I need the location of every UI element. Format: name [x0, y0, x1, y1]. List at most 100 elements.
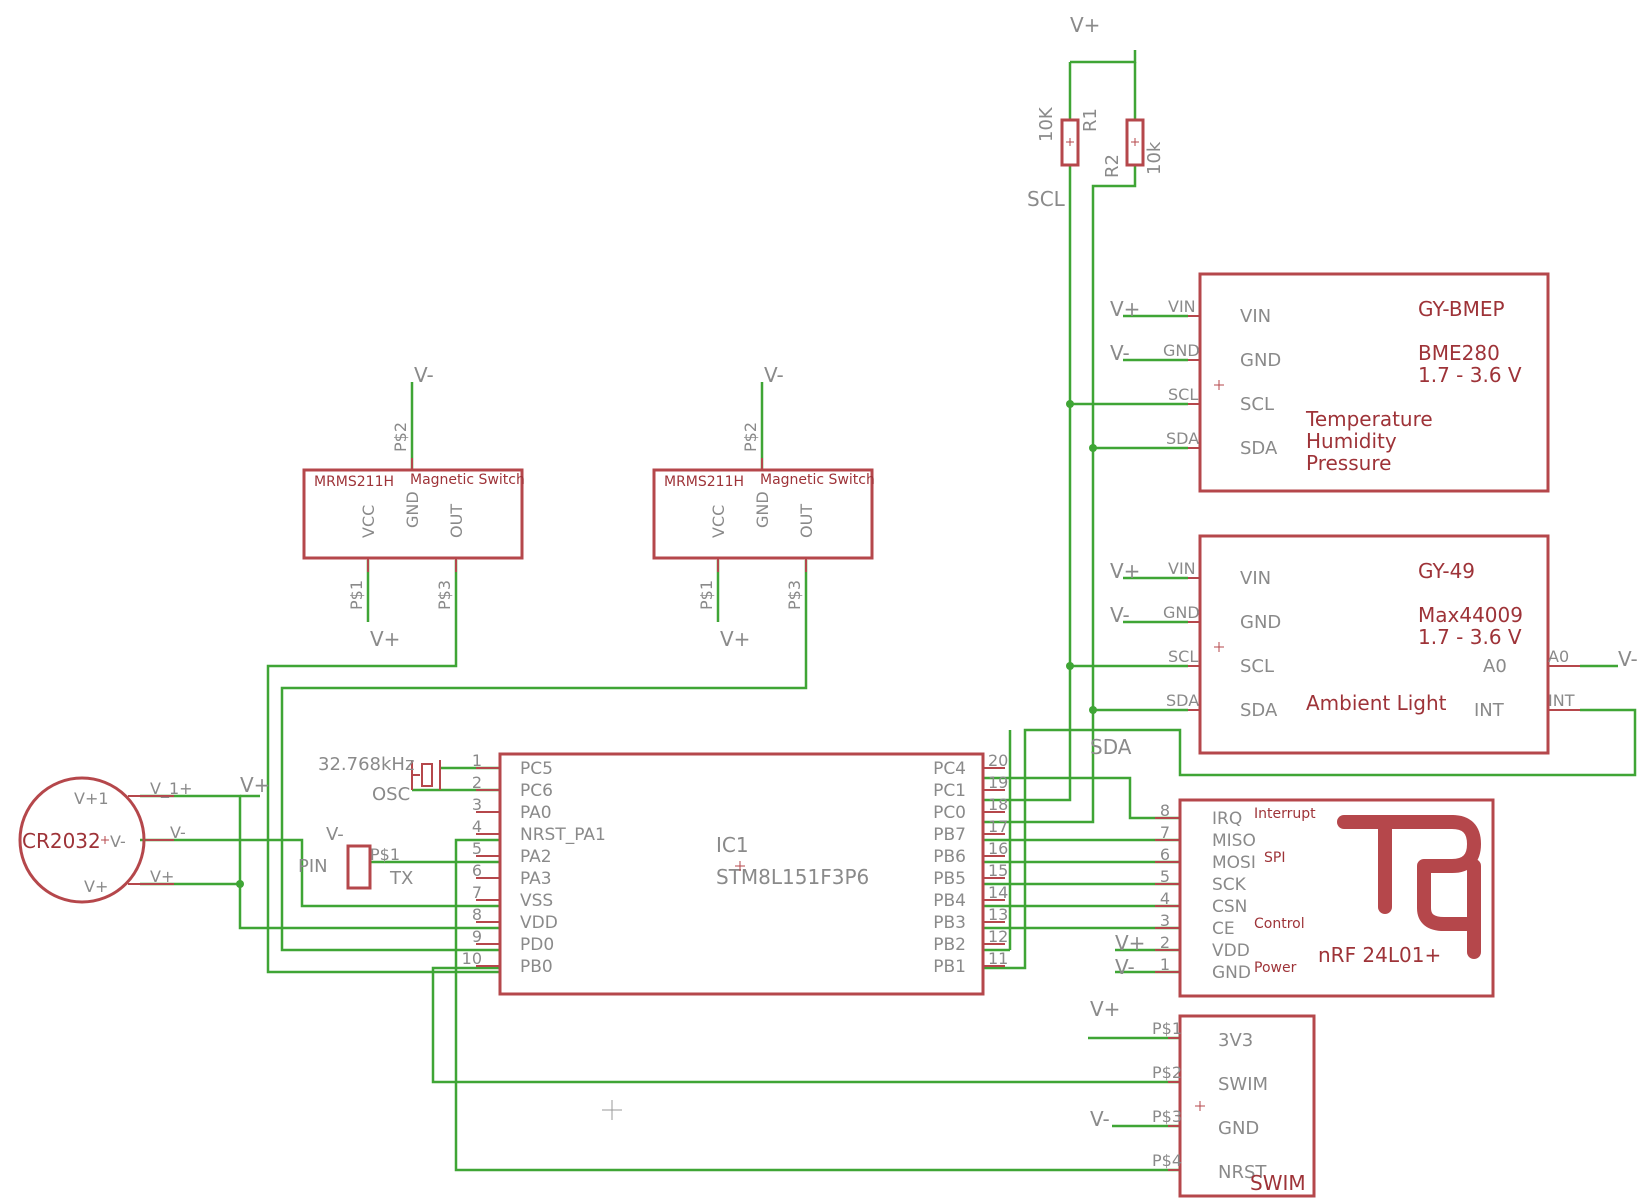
bme-vin-label: VIN: [1240, 306, 1271, 327]
mcu-pin-name: PC0: [933, 803, 966, 823]
mag1-pad-left: P$1: [347, 580, 366, 610]
nrf-name: nRF 24L01+: [1318, 943, 1441, 967]
nrf-group-power: Power: [1254, 960, 1297, 976]
bme-title: GY-BMEP: [1418, 297, 1505, 321]
magnetic-switch-2[interactable]: MRMS211H Magnetic Switch VCC GND OUT P$2…: [652, 422, 875, 610]
resistor-r2[interactable]: R2 10k: [1102, 118, 1165, 178]
pin-header-tx[interactable]: PIN P$1 V- TX: [298, 824, 413, 890]
swim-pad-4: P$4: [1152, 1151, 1182, 1170]
swim-pad-1: P$1: [1152, 1019, 1182, 1038]
mcu-pin-name: PC5: [520, 759, 553, 779]
nrf-pin-name: CE: [1212, 919, 1235, 939]
mag2-net-v-minus: V-: [764, 363, 784, 387]
mcu-pin-number: 2: [472, 773, 482, 792]
nrf-pin-name: CSN: [1212, 897, 1247, 917]
mcu-pin-number: 18: [988, 795, 1008, 814]
gy49-sda-label: SDA: [1240, 700, 1278, 721]
mcu-pin-number: 20: [988, 751, 1008, 770]
mcu-pin-name: PB3: [933, 913, 966, 933]
gy49-voltage: 1.7 - 3.6 V: [1418, 625, 1522, 649]
nrf-pin-number: 4: [1160, 889, 1170, 908]
gy49-net-a0: V-: [1618, 647, 1638, 671]
nrf-pin-number: 5: [1160, 867, 1170, 886]
mcu-stm8l151[interactable]: IC1 STM8L151F3P6: [498, 752, 985, 996]
module-gy49[interactable]: VIN GND SCL SDA VIN GND SCL SDA A0 INT A…: [1163, 534, 1580, 755]
pin-header-net: V-: [326, 824, 344, 845]
mag1-name: MRMS211H: [314, 474, 394, 490]
mcu-pin-name: PD0: [520, 935, 554, 955]
mcu-pin-number: 16: [988, 839, 1008, 858]
mcu-pin-name: PB0: [520, 957, 553, 977]
mcu-part: STM8L151F3P6: [716, 865, 869, 889]
mag2-net-v-plus: V+: [720, 627, 750, 651]
mcu-pin-number: 12: [988, 927, 1008, 946]
bme-net-v-plus: V+: [1110, 297, 1140, 321]
mcu-pin-name: PB6: [933, 847, 966, 867]
wire-v-plus-top: [1070, 50, 1137, 64]
crystal-frequency: 32.768kHz: [318, 754, 414, 775]
gy49-vin-label: VIN: [1240, 568, 1271, 589]
gy49-scl-label: SCL: [1240, 656, 1274, 677]
gy49-int-label: INT: [1474, 700, 1505, 721]
mcu-pin-name: PB4: [933, 891, 966, 911]
magnetic-switch-1[interactable]: MRMS211H Magnetic Switch VCC GND OUT P$2…: [302, 422, 525, 610]
mcu-pin-name: PA0: [520, 803, 552, 823]
mcu-pin-number: 6: [472, 861, 482, 880]
crystal-oscillator[interactable]: 32.768kHz OSC: [318, 754, 441, 805]
nrf-group-spi: SPI: [1264, 850, 1285, 866]
module-bme280[interactable]: VIN GND SCL SDA VIN GND SCL SDA GY-BMEP …: [1163, 272, 1550, 493]
pin-header-tx-label: TX: [389, 868, 413, 889]
mag2-pad-top: P$2: [741, 422, 760, 452]
swim-connector[interactable]: 3V3 SWIM GND NRST P$1 P$2 P$3 P$4 SWIM: [1152, 1014, 1316, 1198]
origin-crosshair: [602, 1100, 622, 1120]
bme-scl-label: SCL: [1240, 394, 1274, 415]
gy49-gnd-pad: GND: [1163, 603, 1200, 622]
battery-net-v-plus: V+: [240, 773, 270, 797]
mcu-pin-number: 10: [462, 949, 482, 968]
nrf-pin-number: 8: [1160, 801, 1170, 820]
bme-sda-pad: SDA: [1166, 429, 1199, 448]
battery-pin-vplus: V+: [84, 877, 108, 896]
mcu-pin-number: 9: [472, 927, 482, 946]
junctions: [236, 400, 1097, 888]
mcu-pin-number: 17: [988, 817, 1008, 836]
gy49-gnd-label: GND: [1240, 612, 1281, 633]
mcu-pin-name: NRST_PA1: [520, 825, 606, 845]
gy49-vin-pad: VIN: [1168, 559, 1196, 578]
mag1-pad-top: P$2: [391, 422, 410, 452]
nrf-pin-name: VDD: [1212, 941, 1250, 961]
gy49-title: GY-49: [1418, 559, 1475, 583]
mcu-pin-number: 19: [988, 773, 1008, 792]
swim-net-v-plus: V+: [1090, 997, 1120, 1021]
mag2-vcc: VCC: [709, 505, 728, 538]
bme-desc-humidity: Humidity: [1306, 429, 1397, 453]
mcu-pin-name: PC6: [520, 781, 553, 801]
battery-cr2032[interactable]: CR2032 V+1 V- V+ V_1+ V- V+: [18, 776, 193, 904]
swim-pad-2: P$2: [1152, 1063, 1182, 1082]
mag1-net-v-plus: V+: [370, 627, 400, 651]
mcu-pin-name: VDD: [520, 913, 558, 933]
resistor-r1[interactable]: 10K R1: [1036, 106, 1101, 167]
nrf-pin-number: 6: [1160, 845, 1170, 864]
module-nrf24l01[interactable]: Interrupt SPI Control Power nRF 24L01+: [1178, 798, 1495, 998]
gy49-sda-pad: SDA: [1166, 691, 1199, 710]
mcu-pin-number: 15: [988, 861, 1008, 880]
net-label-sda: SDA: [1090, 735, 1132, 759]
mcu-pin-name: VSS: [520, 891, 553, 911]
net-label-v-plus: V+: [1070, 13, 1100, 37]
gy49-net-v-plus: V+: [1110, 559, 1140, 583]
mag2-gnd: GND: [753, 491, 772, 528]
tc-logo: [1337, 815, 1481, 959]
bme-desc-pressure: Pressure: [1306, 451, 1391, 475]
mcu-pin-number: 13: [988, 905, 1008, 924]
mcu-pin-name: PB7: [933, 825, 966, 845]
battery-name: CR2032: [22, 829, 101, 853]
mag1-vcc: VCC: [359, 505, 378, 538]
gy49-scl-pad: SCL: [1168, 647, 1198, 666]
swim-pin-nrst: NRST: [1218, 1162, 1267, 1183]
bme-vin-pad: VIN: [1168, 297, 1196, 316]
mag2-name: MRMS211H: [664, 474, 744, 490]
bme-gnd-pad: GND: [1163, 341, 1200, 360]
